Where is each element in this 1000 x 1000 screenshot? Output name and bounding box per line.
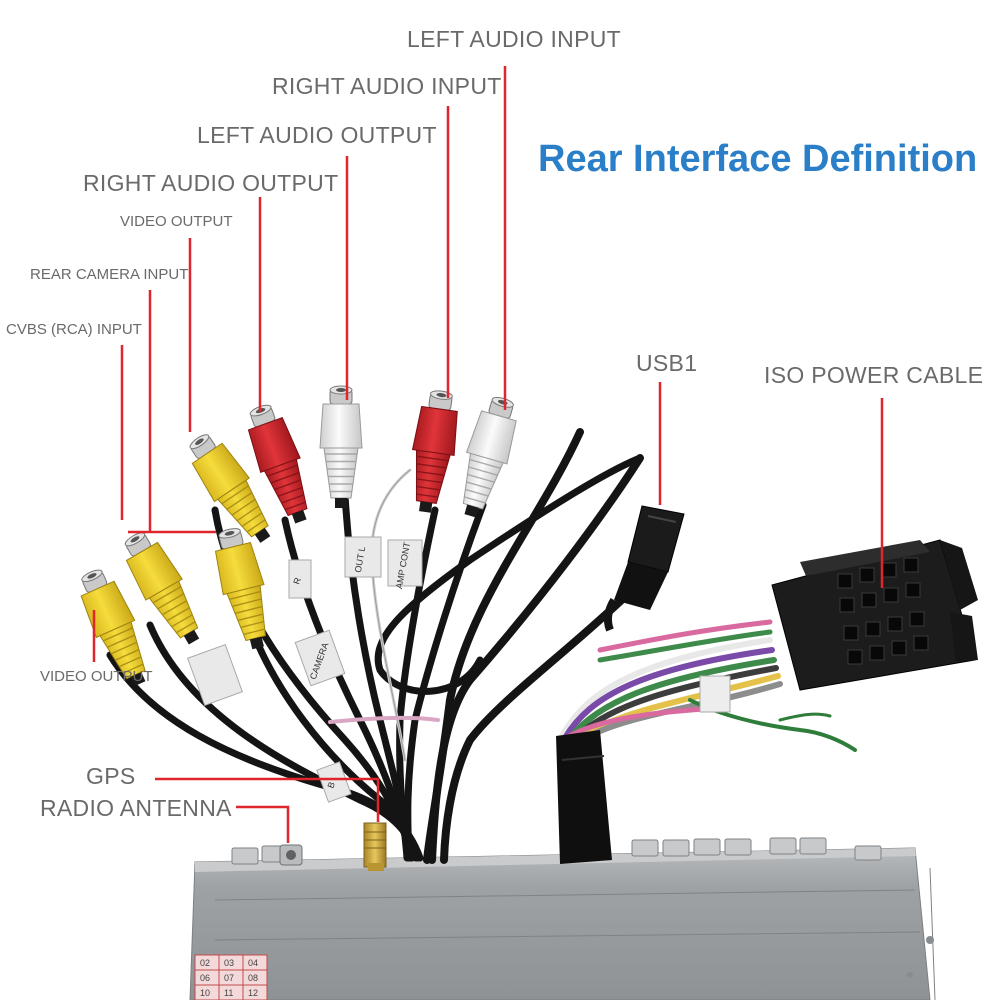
rca-plug-left-audio-input — [462, 396, 517, 518]
rca-plug-left-audio-output — [319, 385, 363, 508]
label-video-output-top: VIDEO OUTPUT — [120, 213, 233, 230]
label-left-audio-input: LEFT AUDIO INPUT — [407, 26, 621, 52]
label-right-audio-input: RIGHT AUDIO INPUT — [272, 73, 502, 99]
chassis-grid-cell: 02 — [200, 958, 210, 968]
gps-connector — [363, 822, 387, 871]
iso-power-connector — [771, 539, 978, 691]
rca-plug-right-audio-input — [411, 390, 458, 513]
chassis-grid-cell: 06 — [200, 973, 210, 983]
usb1-connector — [603, 505, 685, 632]
chassis-grid-cell: 08 — [248, 973, 258, 983]
sleeve-tag-b: B — [325, 780, 336, 789]
rca-plug-cvbs-input — [124, 532, 200, 645]
callout-rear-camera-input — [128, 290, 216, 534]
label-left-audio-output: LEFT AUDIO OUTPUT — [197, 122, 437, 148]
callout-gps — [155, 777, 380, 822]
rca-plug-right-audio-output — [247, 404, 308, 524]
label-video-output-bottom: VIDEO OUTPUT — [40, 668, 153, 685]
label-radio-antenna: RADIO ANTENNA — [40, 795, 232, 821]
label-iso-power-cable: ISO POWER CABLE — [764, 362, 984, 388]
callout-lines — [92, 66, 884, 843]
radio-antenna-socket — [279, 844, 303, 866]
chassis-grid-cell: 11 — [224, 988, 233, 998]
sleeve-tags — [187, 536, 423, 803]
label-gps: GPS — [86, 763, 136, 789]
label-right-audio-output: RIGHT AUDIO OUTPUT — [83, 170, 339, 196]
sleeve-tag-out-l: OUT L — [353, 546, 367, 574]
callout-radio-antenna — [236, 805, 290, 843]
rca-plug-rear-camera-input — [214, 528, 266, 650]
label-usb1: USB1 — [636, 350, 698, 376]
sleeve-tag-r: R — [291, 576, 303, 586]
label-cvbs-input: CVBS (RCA) INPUT — [6, 321, 142, 338]
harness-sleeve — [556, 730, 612, 864]
label-rear-camera-input: REAR CAMERA INPUT — [30, 266, 189, 283]
chassis-grid-cell: 07 — [224, 973, 234, 983]
chassis-grid-cell: 10 — [200, 988, 210, 998]
harness-tag — [699, 675, 731, 713]
diagram-title: Rear Interface Definition — [538, 138, 978, 180]
chassis-grid-cell: 04 — [248, 958, 258, 968]
chassis-grid-cell: 12 — [248, 988, 258, 998]
rca-plug-video-output-top — [189, 434, 271, 543]
chassis-grid-cell: 03 — [224, 958, 234, 968]
chassis-label-grid — [194, 954, 268, 1000]
